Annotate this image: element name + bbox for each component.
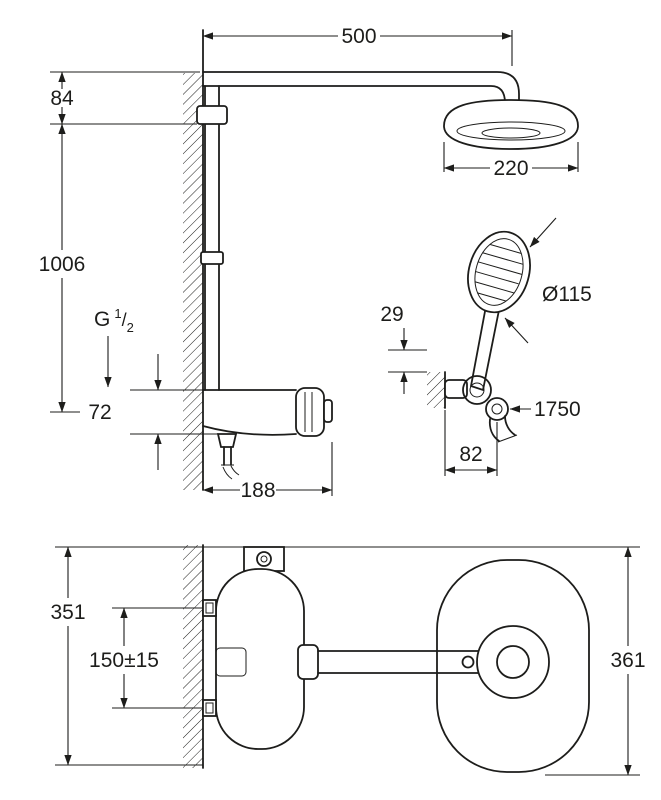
dim-holder-projection-label: 82 (459, 443, 482, 466)
dim-holder-offset-label: 29 (380, 303, 403, 326)
arm-connector-plan (297, 644, 319, 680)
valve-bottom-edge (202, 425, 297, 436)
face-hatch-4 (475, 270, 519, 285)
wall-section-side (183, 29, 204, 491)
holder-arm (444, 379, 468, 399)
wall-hatch-plan (183, 545, 203, 768)
inlet-lug-bottom (202, 699, 217, 717)
face-hatch-6 (477, 292, 507, 302)
hand-shower-face (474, 238, 524, 306)
hose-continuation-2 (230, 465, 240, 476)
inlet-lug-top-bore (205, 602, 214, 614)
dim-arm-to-bracket: 84 (50, 71, 200, 125)
face-hatch-1 (490, 244, 522, 254)
dim-29-ext (388, 349, 427, 373)
arm-inner-edge (202, 85, 506, 104)
riser-clamp (200, 251, 224, 265)
face-hatch-5 (475, 281, 514, 294)
spray-face-ring-outer (456, 121, 566, 141)
hose-connection-nut (216, 433, 238, 448)
hand-hose-cut (497, 434, 518, 443)
dim-head-width: 220 (443, 142, 579, 180)
dim-arm-length: 500 (202, 25, 513, 66)
wall-section-plan (183, 544, 204, 769)
hand-hose-2 (504, 415, 516, 436)
hand-shower-head-outline (467, 230, 531, 314)
dim-valve-depth-label: 188 (240, 479, 275, 502)
dim-84-ext (50, 71, 200, 125)
holder-ring-inner (469, 382, 485, 398)
thermostat-valve-side-view (202, 387, 333, 480)
wall-hatch-side (183, 73, 203, 490)
inlet-lug-top (202, 599, 217, 617)
dim-head-width-label: 220 (493, 157, 528, 180)
hose-cone-bore (491, 403, 503, 415)
valve-plan-view (202, 546, 305, 750)
dim-hose-length: 1750 (509, 398, 581, 421)
dim-arm-length-label: 500 (341, 25, 376, 48)
face-hatch-3 (477, 261, 523, 275)
dim-arm-to-bracket-label: 84 (50, 87, 74, 110)
dim-hose-length-label: 1750 (534, 398, 581, 421)
dim-351-ext (55, 546, 640, 766)
wall-bracket (196, 105, 228, 125)
head-plan-view (297, 559, 590, 773)
riser-outlet-box (243, 546, 285, 572)
head-shower-outline (443, 99, 579, 150)
inlet-lug-bottom-bore (205, 702, 214, 714)
outlet-screw-inner (260, 555, 268, 563)
dim-head-depth-label: 361 (610, 649, 645, 672)
dim-inlet-spacing-label: 150±15 (89, 649, 159, 672)
dim-valve-body-height: 72 (88, 354, 218, 470)
hand-shower-handle (469, 304, 501, 392)
dim-holder-offset: 29 (380, 303, 427, 394)
dim-valve-depth: 188 (202, 442, 333, 502)
dim-valve-body-height-label: 72 (88, 401, 111, 424)
face-hatch-2 (482, 252, 524, 265)
valve-boss (215, 647, 247, 677)
outlet-screw-outer (256, 551, 272, 567)
hose-continuation-1 (222, 466, 233, 480)
valve-body-plan (215, 568, 305, 750)
hose-cone-nut (485, 397, 509, 421)
arm-pivot-screw (461, 655, 475, 669)
shower-arm-and-riser (196, 71, 520, 391)
holder-ring-outer (462, 375, 492, 405)
dim-valve-assembly-height: 351 (50, 546, 640, 766)
dim-head-depth: 361 (545, 546, 646, 776)
knob-button (323, 399, 333, 423)
control-knob (295, 387, 325, 437)
dim-inlet-spacing: 150±15 (89, 607, 203, 709)
hand-hose-1 (488, 418, 500, 442)
arm-outer-edge (202, 71, 520, 104)
wall-hatch-holder (427, 372, 445, 408)
dim-handshower-diameter: Ø115 (504, 217, 592, 344)
dim-valve-assembly-height-label: 351 (50, 601, 85, 624)
dim-riser-height-label: 1006 (39, 253, 86, 276)
dim-115-leader-bottom (504, 317, 529, 344)
dim-handshower-diameter-label: Ø115 (542, 283, 592, 306)
dim-holder-projection: 82 (444, 410, 498, 476)
dim-riser-height: 1006 (39, 123, 86, 413)
dim-115-leader-top (529, 217, 557, 248)
spray-face-ring-inner (481, 127, 541, 139)
hand-shower-assembly (427, 230, 531, 443)
head-shower-side-view (443, 99, 579, 150)
dim-72-ext (130, 389, 218, 435)
ball-joint-inner (496, 645, 530, 679)
